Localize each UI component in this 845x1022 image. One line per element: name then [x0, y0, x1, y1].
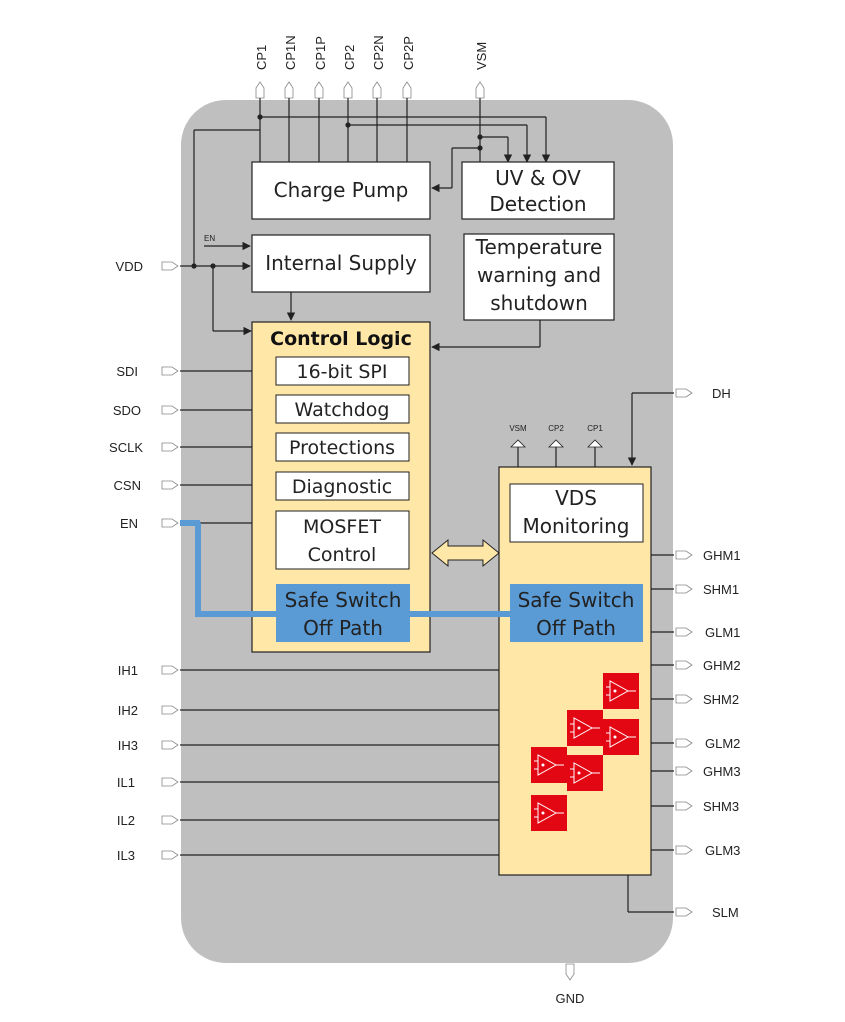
pin-il3: IL3 — [117, 848, 135, 863]
pin-cp1n: CP1N — [283, 35, 298, 70]
pin-gnd: GND — [556, 991, 585, 1006]
driver-vsm-label: VSM — [509, 424, 527, 433]
vds-label-1: VDS — [555, 486, 597, 510]
temperature-label-2: warning and — [477, 263, 601, 287]
pin-shm3: SHM3 — [703, 799, 739, 814]
pin-shm2: SHM2 — [703, 692, 739, 707]
driver-cp1-label: CP1 — [587, 424, 603, 433]
uv-ov-block: UV & OV Detection — [461, 161, 615, 220]
right-wiring — [627, 554, 674, 913]
pin-ghm2: GHM2 — [703, 658, 741, 673]
protections-label: Protections — [289, 437, 395, 459]
pin-cp1: CP1 — [254, 45, 269, 70]
pin-vdd: VDD — [116, 259, 143, 274]
charge-pump-label: Charge Pump — [274, 178, 409, 202]
pin-cp1p: CP1P — [313, 36, 328, 70]
bidirectional-arrow — [431, 538, 500, 568]
safe-switch-path: Safe Switch Off Path Safe Switch Off Pat… — [180, 520, 643, 642]
dh-wiring — [627, 392, 674, 466]
top-wiring — [193, 98, 551, 266]
pin-ih3: IH3 — [118, 738, 138, 753]
logic-safe-switch-2: Off Path — [303, 616, 383, 640]
driver-cp2-label: CP2 — [548, 424, 564, 433]
uv-ov-label-2: Detection — [489, 192, 586, 216]
mosfet-label-2: Control — [308, 544, 377, 566]
pin-sdo: SDO — [113, 403, 141, 418]
pin-shm1: SHM1 — [703, 582, 739, 597]
vdd-wiring — [180, 261, 541, 352]
driver-block: VDS Monitoring — [498, 466, 652, 876]
driver-supply-arrows: VSM CP2 CP1 — [509, 424, 603, 467]
pin-en: EN — [120, 516, 138, 531]
pin-il2: IL2 — [117, 813, 135, 828]
temperature-block: Temperature warning and shutdown — [463, 233, 615, 321]
left-pin-stubs — [161, 261, 179, 860]
mosfet-label-1: MOSFET — [303, 516, 381, 538]
pin-vsm: VSM — [474, 42, 489, 70]
right-pin-labels: DH GHM1 SHM1 GLM1 GHM2 SHM2 GLM2 GHM3 SH… — [703, 386, 741, 920]
pin-sclk: SCLK — [109, 440, 143, 455]
left-pin-labels: VDD SDI SDO SCLK CSN EN IH1 IH2 IH3 IL1 … — [109, 259, 143, 863]
pin-glm2: GLM2 — [705, 736, 740, 751]
top-pin-labels: CP1 CP1N CP1P CP2 CP2N CP2P VSM — [254, 35, 489, 70]
vds-label-2: Monitoring — [523, 514, 630, 538]
internal-supply-label: Internal Supply — [265, 251, 417, 275]
spi-label: 16-bit SPI — [297, 361, 388, 383]
pin-ih2: IH2 — [118, 703, 138, 718]
pin-cp2n: CP2N — [371, 35, 386, 70]
pin-cp2: CP2 — [342, 45, 357, 70]
logic-safe-switch-1: Safe Switch — [285, 588, 402, 612]
temperature-label-3: shutdown — [490, 291, 588, 315]
uv-ov-label-1: UV & OV — [495, 166, 581, 190]
gnd-pin: GND — [556, 963, 585, 1006]
right-pin-stubs — [675, 388, 693, 917]
internal-supply-block: Internal Supply — [251, 234, 431, 293]
driver-safe-switch-2: Off Path — [536, 616, 616, 640]
pin-ghm3: GHM3 — [703, 764, 741, 779]
charge-pump-block: Charge Pump — [251, 161, 431, 220]
pin-glm1: GLM1 — [705, 625, 740, 640]
top-pins — [255, 81, 485, 99]
pin-ghm1: GHM1 — [703, 548, 741, 563]
driver-safe-switch-1: Safe Switch — [518, 588, 635, 612]
pin-dh: DH — [712, 386, 731, 401]
pin-cp2p: CP2P — [401, 36, 416, 70]
pin-csn: CSN — [114, 478, 141, 493]
pin-ih1: IH1 — [118, 663, 138, 678]
temperature-label-1: Temperature — [475, 235, 603, 259]
pin-il1: IL1 — [117, 775, 135, 790]
diagnostic-label: Diagnostic — [292, 476, 392, 498]
watchdog-label: Watchdog — [295, 399, 390, 421]
pin-slm: SLM — [712, 905, 739, 920]
pin-glm3: GLM3 — [705, 843, 740, 858]
en-internal-label: EN — [204, 234, 215, 243]
pin-sdi: SDI — [116, 364, 138, 379]
control-logic-title: Control Logic — [270, 328, 412, 350]
